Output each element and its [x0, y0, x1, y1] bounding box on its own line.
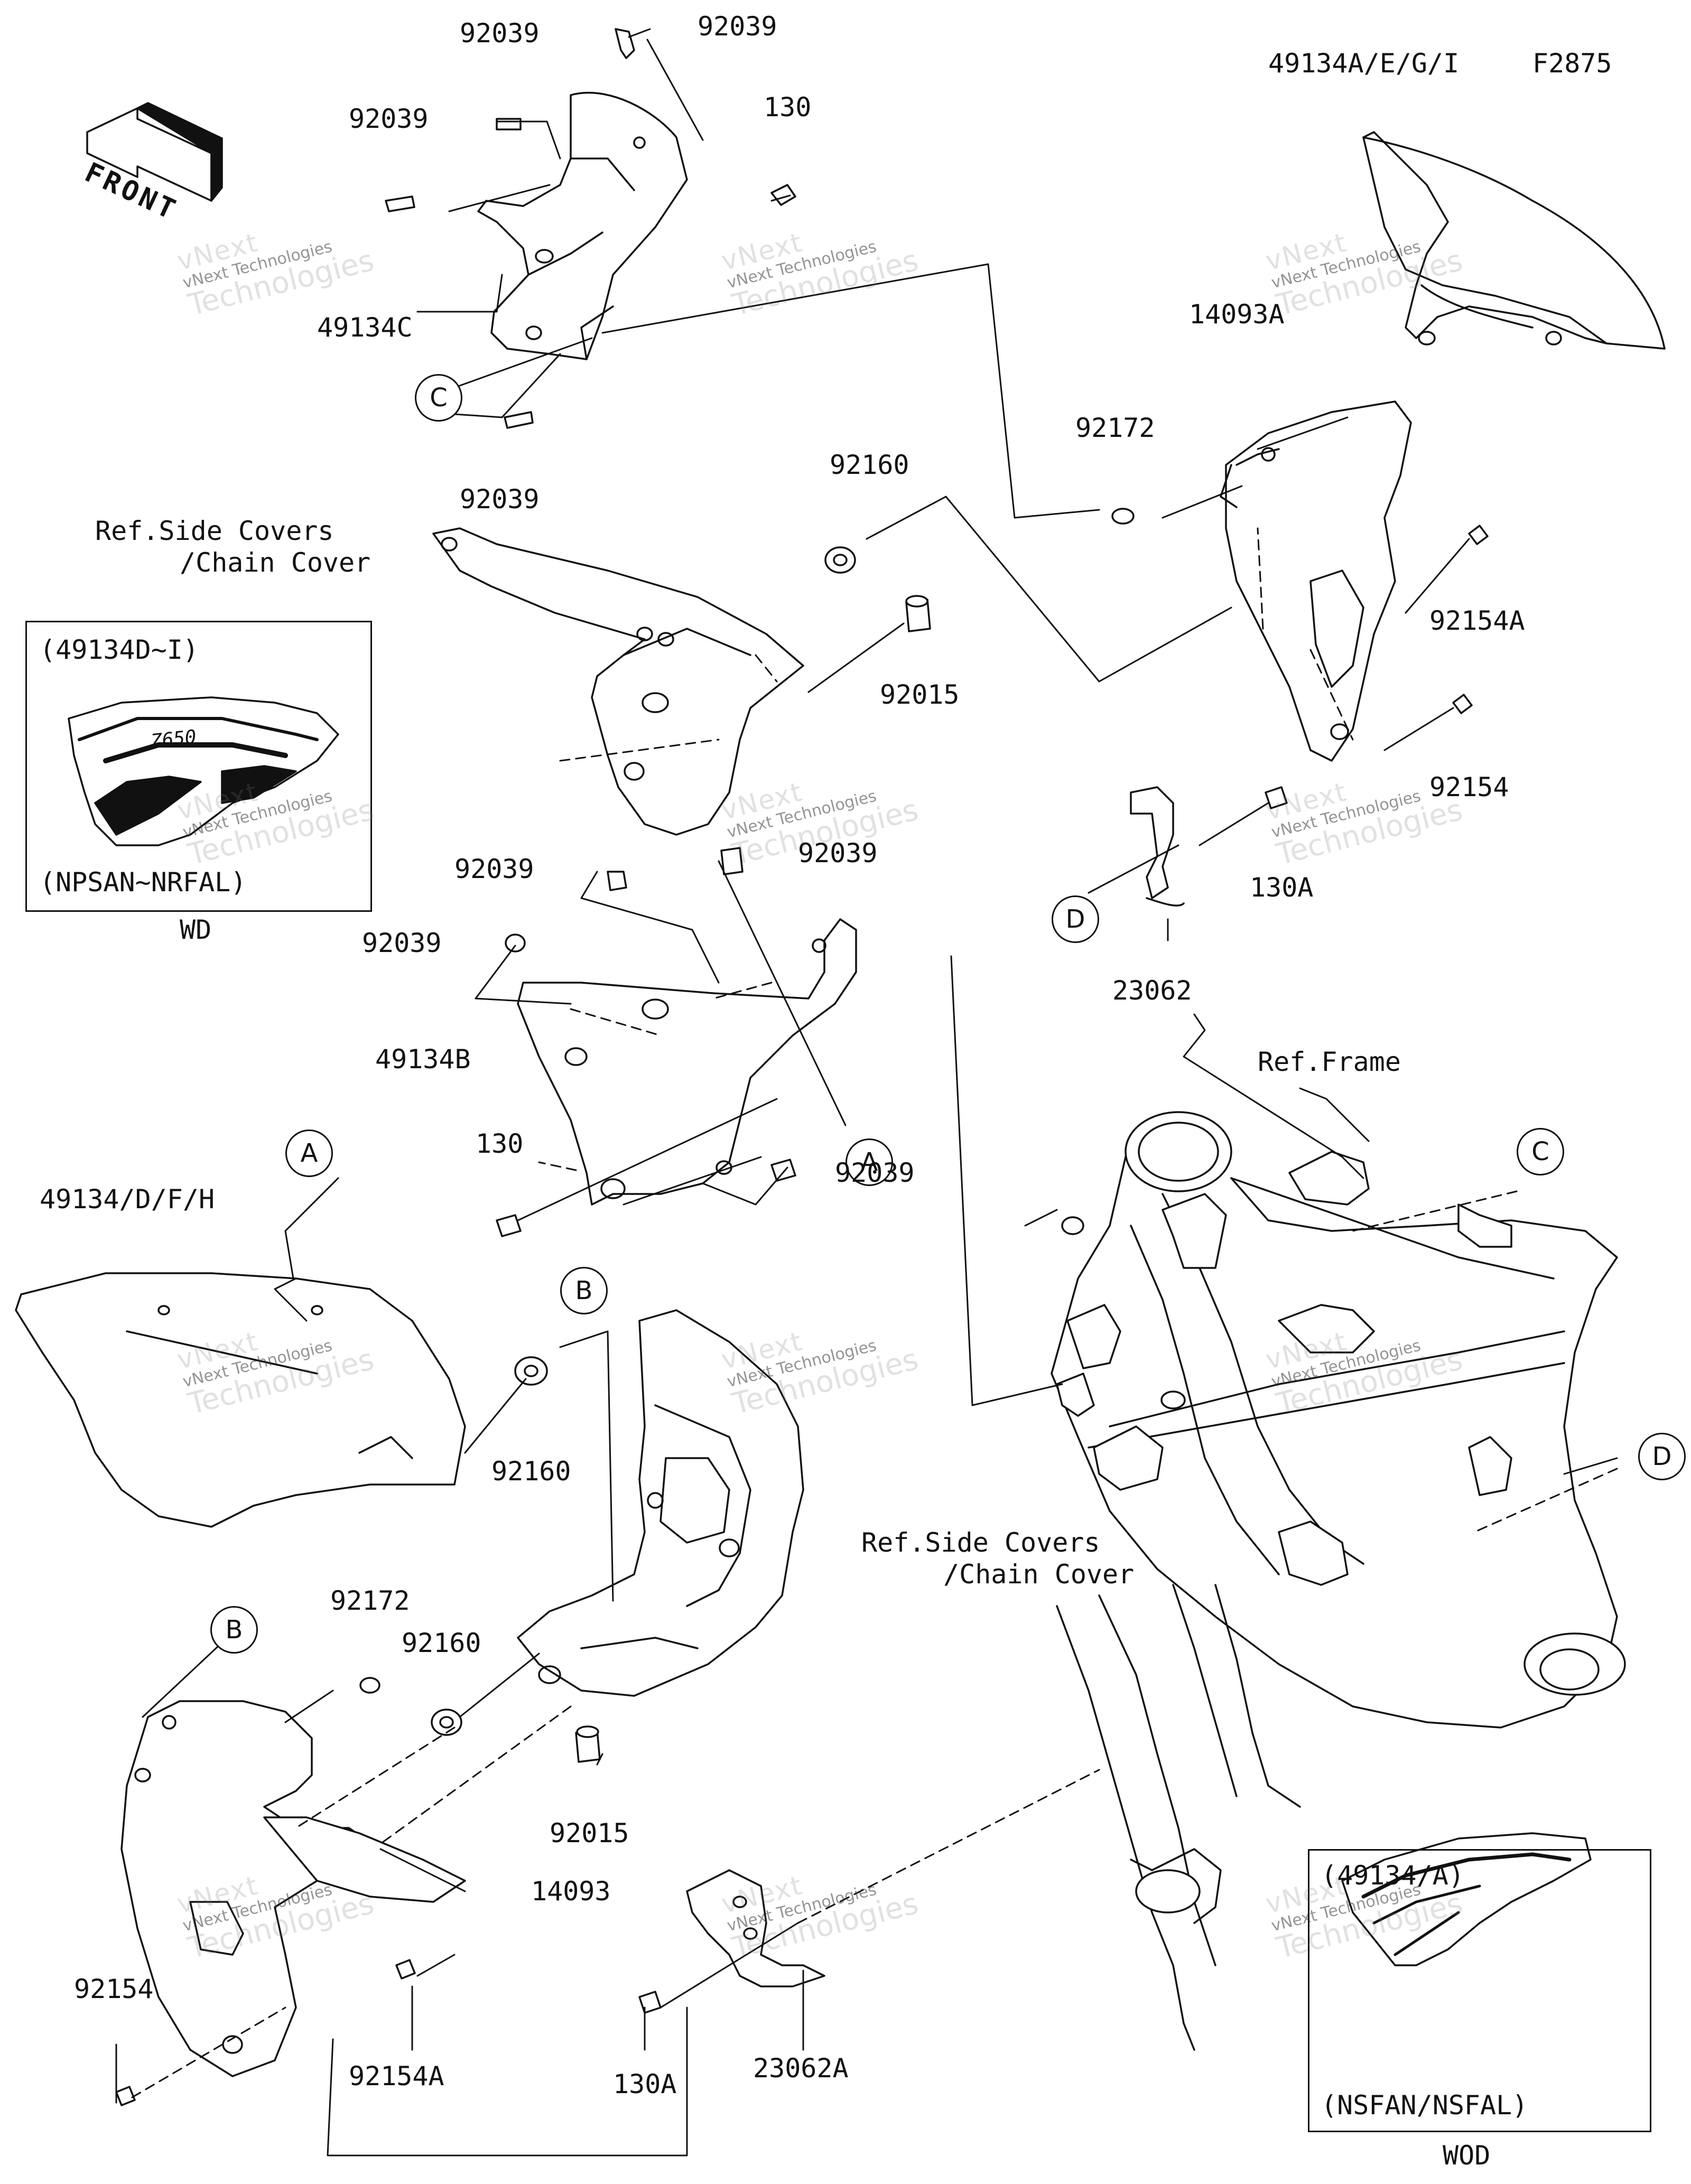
- part-label: 92154: [1429, 772, 1509, 802]
- inset-wod-box: [1308, 1849, 1651, 2132]
- callout-c-upper: C: [415, 374, 462, 422]
- right-inner-panel-14093a: [1220, 400, 1412, 762]
- callout-a-left: A: [285, 1130, 333, 1177]
- part-label: 92039: [698, 11, 777, 42]
- bracket-23062: [1130, 786, 1185, 907]
- part-label: 92015: [880, 679, 960, 710]
- inset-wd-title: (49134D~I): [40, 634, 199, 665]
- part-label: 14093A: [1189, 299, 1285, 330]
- part-label: 92160: [491, 1456, 571, 1487]
- callout-d-frame: D: [1638, 1433, 1686, 1480]
- figure-code: F2875: [1532, 48, 1612, 79]
- part-label: 92039: [362, 928, 442, 958]
- leader-lines: [115, 28, 1618, 2157]
- side-cover-bracket-upper: [432, 527, 804, 836]
- part-label: 92172: [1075, 413, 1155, 443]
- callout-b-lower: B: [210, 1606, 258, 1654]
- callout-c-frame: C: [1517, 1128, 1564, 1175]
- side-cover-bracket-lower: [517, 1309, 804, 1697]
- inner-cover-49134c: [477, 91, 688, 360]
- part-label: 92039: [798, 838, 878, 869]
- inset-wod-title: (49134/A): [1321, 1860, 1464, 1891]
- part-label: 130A: [613, 2069, 677, 2099]
- part-label: 92160: [830, 450, 909, 480]
- part-label: 14093: [531, 1876, 611, 1907]
- part-label: 92154A: [1429, 605, 1525, 636]
- inset-wd-decal-text: Z650: [150, 726, 198, 753]
- small-hardware: [115, 28, 1489, 2106]
- part-label: 92039: [349, 104, 429, 134]
- part-label: 130: [476, 1128, 524, 1159]
- ref-side-covers-2: Ref.Side Covers: [861, 1527, 1100, 1558]
- part-label: 92154: [74, 1974, 154, 2004]
- callout-d-right: D: [1052, 895, 1099, 943]
- part-label: 92039: [460, 18, 540, 49]
- callout-b-middle: B: [560, 1267, 608, 1314]
- part-label: 49134B: [375, 1044, 471, 1075]
- inset-wd-art: [68, 696, 339, 846]
- part-label: 92172: [330, 1585, 410, 1616]
- front-cowl-49134a: [1362, 131, 1666, 350]
- inset-wod-caption: WOD: [1443, 2140, 1491, 2171]
- part-label: 130: [764, 92, 812, 123]
- ref-chain-cover-2: /Chain Cover: [943, 1559, 1135, 1590]
- inset-wd-caption: WD: [180, 914, 212, 945]
- part-label: 92039: [454, 854, 534, 884]
- inset-wod-models: (NSFAN/NSFAL): [1321, 2090, 1528, 2121]
- ref-chain-cover-1: /Chain Cover: [180, 547, 371, 578]
- part-label: 92039: [835, 1158, 915, 1188]
- part-label: 23062A: [753, 2053, 849, 2084]
- ref-frame: Ref.Frame: [1258, 1047, 1401, 1077]
- inset-wod-art: [1341, 1832, 1592, 1966]
- part-label: 49134C: [317, 312, 413, 343]
- part-label: 92154A: [349, 2061, 444, 2092]
- frame-assembly: [1051, 1111, 1626, 2051]
- callout-a-middle: A: [846, 1138, 893, 1186]
- inset-wd-box: [25, 621, 372, 912]
- ref-side-covers-1: Ref.Side Covers: [95, 516, 334, 546]
- middle-cover-49134b: [517, 918, 857, 1206]
- part-label: 49134/D/F/H: [40, 1184, 215, 1215]
- bracket-23062a: [686, 1869, 825, 1987]
- part-label: 130A: [1250, 872, 1314, 903]
- part-label: 49134A/E/G/I: [1268, 48, 1460, 79]
- part-label: 92160: [402, 1628, 481, 1658]
- inset-wd-models: (NPSAN~NRFAL): [40, 867, 247, 898]
- side-cowl-49134d: [15, 1272, 466, 1528]
- part-label: 23062: [1112, 975, 1192, 1006]
- front-arrow-icon: [86, 102, 223, 202]
- part-label: 92015: [550, 1818, 629, 1849]
- part-label: 92039: [460, 484, 540, 515]
